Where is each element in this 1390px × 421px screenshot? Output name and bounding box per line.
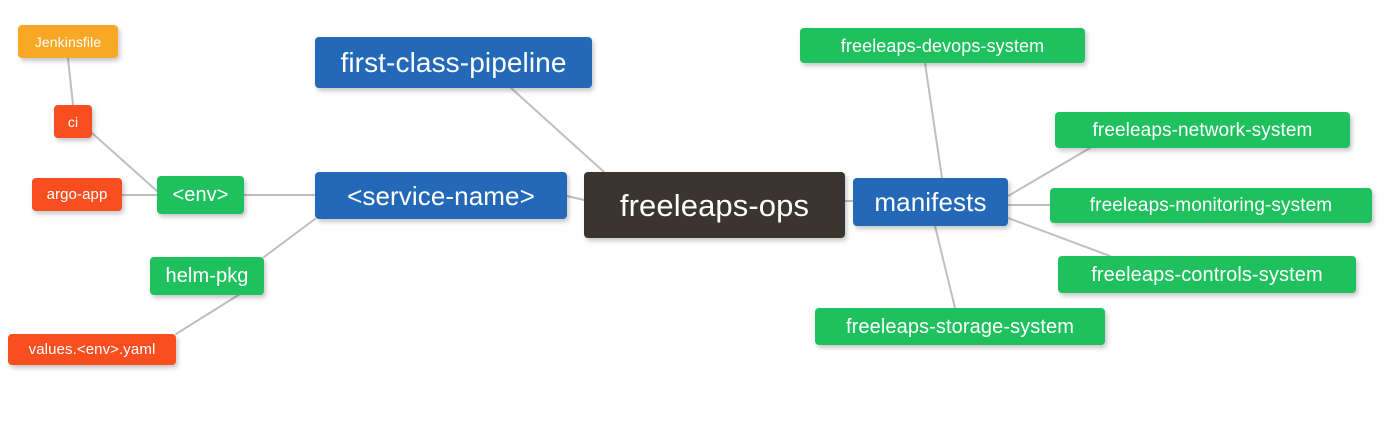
- edge-manifests-to-freeleaps-network-system: [1007, 147, 1091, 197]
- mindmap-node-first-class-pipeline[interactable]: first-class-pipeline: [315, 37, 592, 88]
- mindmap-node-freeleaps-storage-system[interactable]: freeleaps-storage-system: [815, 308, 1105, 345]
- edge-jenkinsfile-to-ci: [67, 57, 74, 106]
- mindmap-node-argo-app[interactable]: argo-app: [32, 178, 122, 211]
- edge-manifests-to-freeleaps-controls-system: [1007, 217, 1111, 257]
- edge-service-name-to-helm-pkg: [263, 218, 316, 258]
- mindmap-node-freeleaps-controls-system[interactable]: freeleaps-controls-system: [1058, 256, 1356, 293]
- edge-helm-pkg-to-values-env-yaml: [175, 293, 241, 335]
- mindmap-node-freeleaps-network-system[interactable]: freeleaps-network-system: [1055, 112, 1350, 148]
- mindmap-node-values-env-yaml[interactable]: values.<env>.yaml: [8, 334, 176, 365]
- mindmap-node-service-name[interactable]: <service-name>: [315, 172, 567, 219]
- edge-ci-to-env: [91, 132, 158, 192]
- mindmap-node-manifests[interactable]: manifests: [853, 178, 1008, 226]
- mindmap-node-ci[interactable]: ci: [54, 105, 92, 138]
- edge-manifests-to-freeleaps-devops-system: [924, 62, 943, 179]
- mindmap-node-env[interactable]: <env>: [157, 176, 244, 214]
- mindmap-node-jenkinsfile[interactable]: Jenkinsfile: [18, 25, 118, 58]
- mindmap-node-freeleaps-ops[interactable]: freeleaps-ops: [584, 172, 845, 238]
- edge-manifests-to-freeleaps-storage-system: [934, 225, 956, 309]
- edge-service-name-to-freeleaps-ops: [566, 195, 585, 201]
- mindmap-node-helm-pkg[interactable]: helm-pkg: [150, 257, 264, 295]
- mindmap-node-freeleaps-monitoring-system[interactable]: freeleaps-monitoring-system: [1050, 188, 1372, 223]
- mindmap-node-freeleaps-devops-system[interactable]: freeleaps-devops-system: [800, 28, 1085, 63]
- edge-first-class-pipeline-to-freeleaps-ops: [510, 87, 605, 173]
